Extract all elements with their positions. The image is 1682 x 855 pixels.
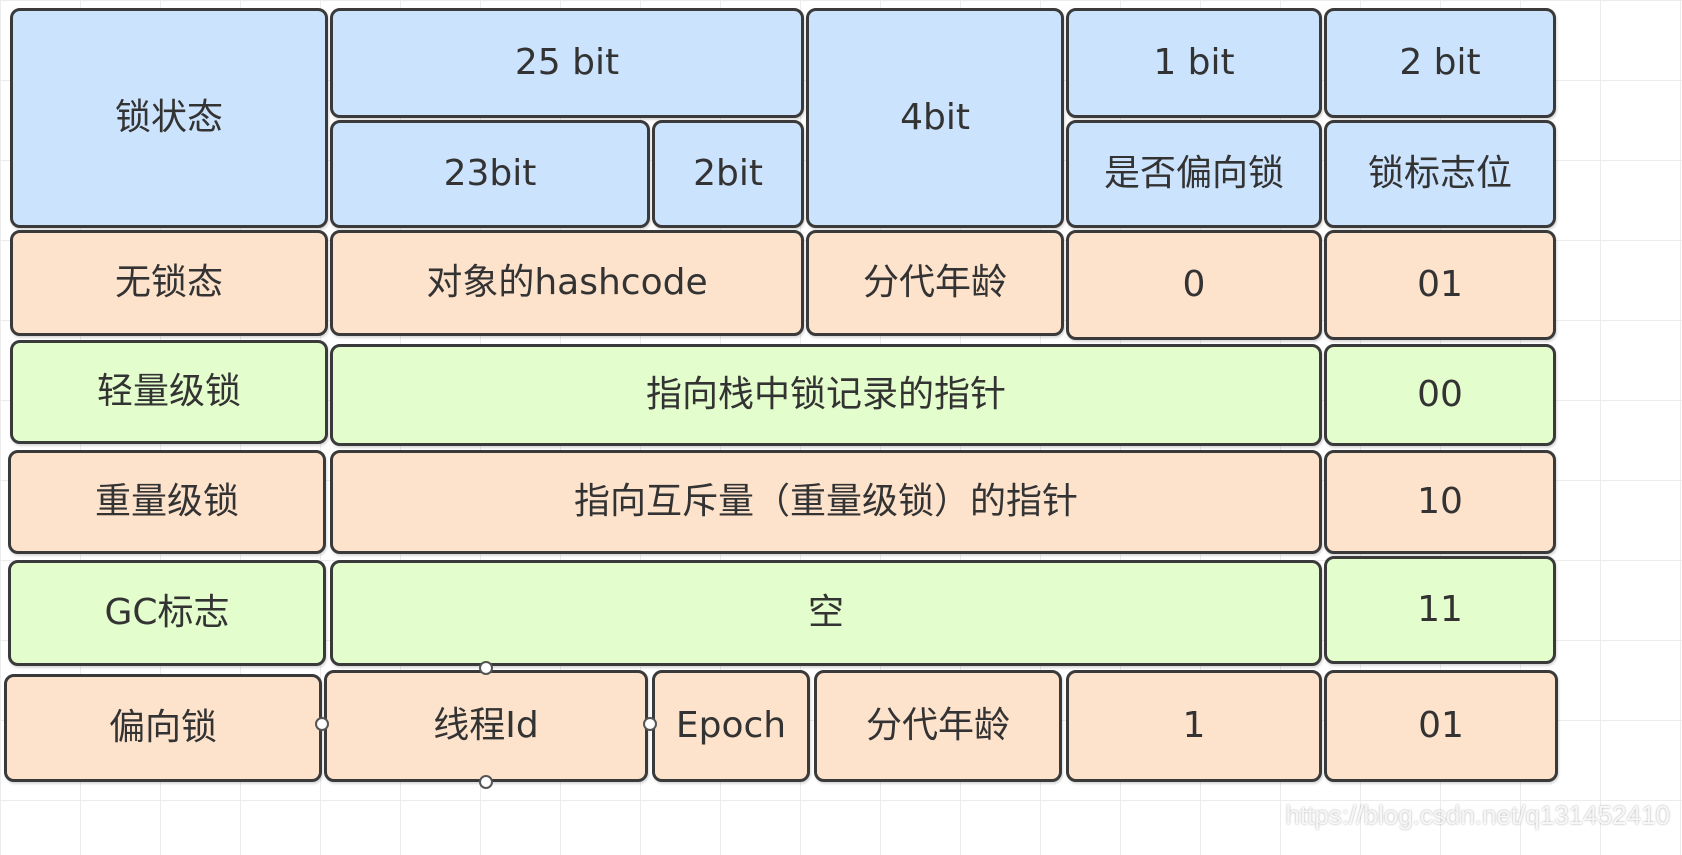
header-2-bit-epoch-label: 2bit: [693, 153, 763, 195]
row-lightweight-flag-text: 00: [1417, 374, 1463, 416]
row-unlocked-hashcode[interactable]: 对象的hashcode: [330, 230, 804, 336]
row-biased-flag-text: 01: [1418, 705, 1464, 747]
row-biased-epoch[interactable]: Epoch: [652, 670, 810, 782]
row-unlocked-biased[interactable]: 0: [1066, 230, 1322, 340]
row-lightweight-pointer-text: 指向栈中锁记录的指针: [645, 374, 1006, 416]
row-heavyweight-label-text: 重量级锁: [94, 481, 239, 523]
row-biased-biased[interactable]: 1: [1066, 670, 1322, 782]
row-heavyweight-pointer[interactable]: 指向互斥量（重量级锁）的指针: [330, 450, 1322, 554]
header-2-bit-flag[interactable]: 2 bit: [1324, 8, 1556, 118]
header-1-bit-label: 1 bit: [1153, 42, 1235, 84]
row-lightweight-pointer[interactable]: 指向栈中锁记录的指针: [330, 344, 1322, 446]
row-biased-age-text: 分代年龄: [865, 705, 1010, 747]
header-4-bit-label: 4bit: [900, 97, 970, 139]
header-23-bit[interactable]: 23bit: [330, 120, 650, 228]
selection-handle-bottom[interactable]: [479, 775, 493, 789]
row-lightweight-flag[interactable]: 00: [1324, 344, 1556, 446]
selection-handle-top[interactable]: [479, 661, 493, 675]
row-biased-label-text: 偏向锁: [108, 707, 217, 749]
watermark: https://blog.csdn.net/q131452410: [1285, 800, 1670, 830]
row-lightweight-label[interactable]: 轻量级锁: [10, 340, 328, 444]
row-gc-content-text: 空: [807, 592, 844, 634]
row-unlocked-flag[interactable]: 01: [1324, 230, 1556, 340]
header-lock-state-label: 锁状态: [114, 97, 223, 139]
row-unlocked-flag-text: 01: [1417, 264, 1463, 306]
header-2-bit-flag-label: 2 bit: [1399, 42, 1481, 84]
row-heavyweight-flag-text: 10: [1417, 481, 1463, 523]
row-biased-biased-text: 1: [1182, 705, 1206, 747]
row-heavyweight-flag[interactable]: 10: [1324, 450, 1556, 554]
row-unlocked-label-text: 无锁态: [114, 262, 223, 304]
header-lock-state[interactable]: 锁状态: [10, 8, 328, 228]
row-biased-epoch-text: Epoch: [675, 705, 787, 747]
row-heavyweight-pointer-text: 指向互斥量（重量级锁）的指针: [573, 481, 1078, 523]
row-biased-flag[interactable]: 01: [1324, 670, 1558, 782]
header-25-bit-label: 25 bit: [514, 42, 620, 84]
row-unlocked-biased-text: 0: [1182, 264, 1206, 306]
row-gc-content[interactable]: 空: [330, 560, 1322, 666]
header-is-biased[interactable]: 是否偏向锁: [1066, 120, 1322, 228]
selection-handle-left[interactable]: [315, 717, 329, 731]
row-gc-flag[interactable]: 11: [1324, 556, 1556, 664]
row-unlocked-age-text: 分代年龄: [862, 262, 1007, 304]
row-heavyweight-label[interactable]: 重量级锁: [8, 450, 326, 554]
row-unlocked-age[interactable]: 分代年龄: [806, 230, 1064, 336]
row-gc-flag-text: 11: [1417, 589, 1463, 631]
header-2-bit-epoch[interactable]: 2bit: [652, 120, 804, 228]
header-4-bit[interactable]: 4bit: [806, 8, 1064, 228]
header-1-bit[interactable]: 1 bit: [1066, 8, 1322, 118]
header-25-bit[interactable]: 25 bit: [330, 8, 804, 118]
row-biased-label[interactable]: 偏向锁: [4, 674, 322, 782]
row-biased-thread-id[interactable]: 线程Id: [324, 670, 648, 782]
row-gc-label[interactable]: GC标志: [8, 560, 326, 666]
header-23-bit-label: 23bit: [443, 153, 537, 195]
header-lock-flag-label: 锁标志位: [1367, 153, 1512, 195]
row-lightweight-label-text: 轻量级锁: [96, 371, 241, 413]
row-unlocked-label[interactable]: 无锁态: [10, 230, 328, 336]
header-lock-flag[interactable]: 锁标志位: [1324, 120, 1556, 228]
header-is-biased-label: 是否偏向锁: [1103, 153, 1284, 195]
selection-handle-right[interactable]: [643, 717, 657, 731]
row-gc-label-text: GC标志: [104, 592, 230, 634]
row-biased-age[interactable]: 分代年龄: [814, 670, 1062, 782]
row-biased-thread-id-text: 线程Id: [433, 705, 539, 747]
row-unlocked-hashcode-text: 对象的hashcode: [426, 262, 708, 304]
